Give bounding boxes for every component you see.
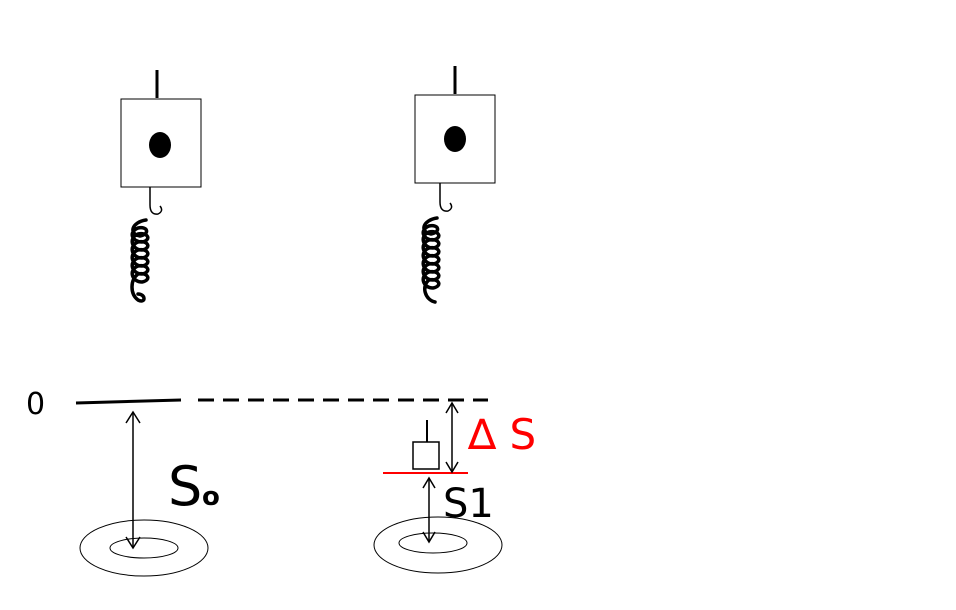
left-arrow-head-bottom <box>125 536 141 550</box>
zero-reference-line <box>75 398 182 405</box>
delta-arrow-head-bottom <box>445 461 459 474</box>
left-target-inner <box>109 537 179 559</box>
right-scale-dial-dot <box>444 126 466 152</box>
label-s0: S <box>168 455 202 518</box>
delta-arrow-head-top <box>445 401 459 414</box>
left-apparatus <box>75 70 209 577</box>
label-s0-subscript: o <box>202 482 220 512</box>
hanging-mass <box>412 441 440 470</box>
right-apparatus <box>373 66 503 574</box>
left-scale-dial-dot <box>149 132 171 158</box>
right-target-outer <box>373 516 503 574</box>
left-target-outer <box>79 519 209 577</box>
label-zero: 0 <box>26 387 45 422</box>
label-s1: S1 <box>443 481 494 527</box>
right-arrow-head-top <box>422 476 436 489</box>
right-target-inner <box>398 532 468 554</box>
right-arrow-head-bottom <box>422 531 436 544</box>
right-hook-icon <box>439 183 453 212</box>
left-hook-icon <box>149 187 163 215</box>
label-delta-s: ∆ S <box>467 410 536 459</box>
right-spring-coil <box>421 216 441 304</box>
left-spring-coil <box>130 218 150 303</box>
left-arrow-head-top <box>125 410 141 424</box>
